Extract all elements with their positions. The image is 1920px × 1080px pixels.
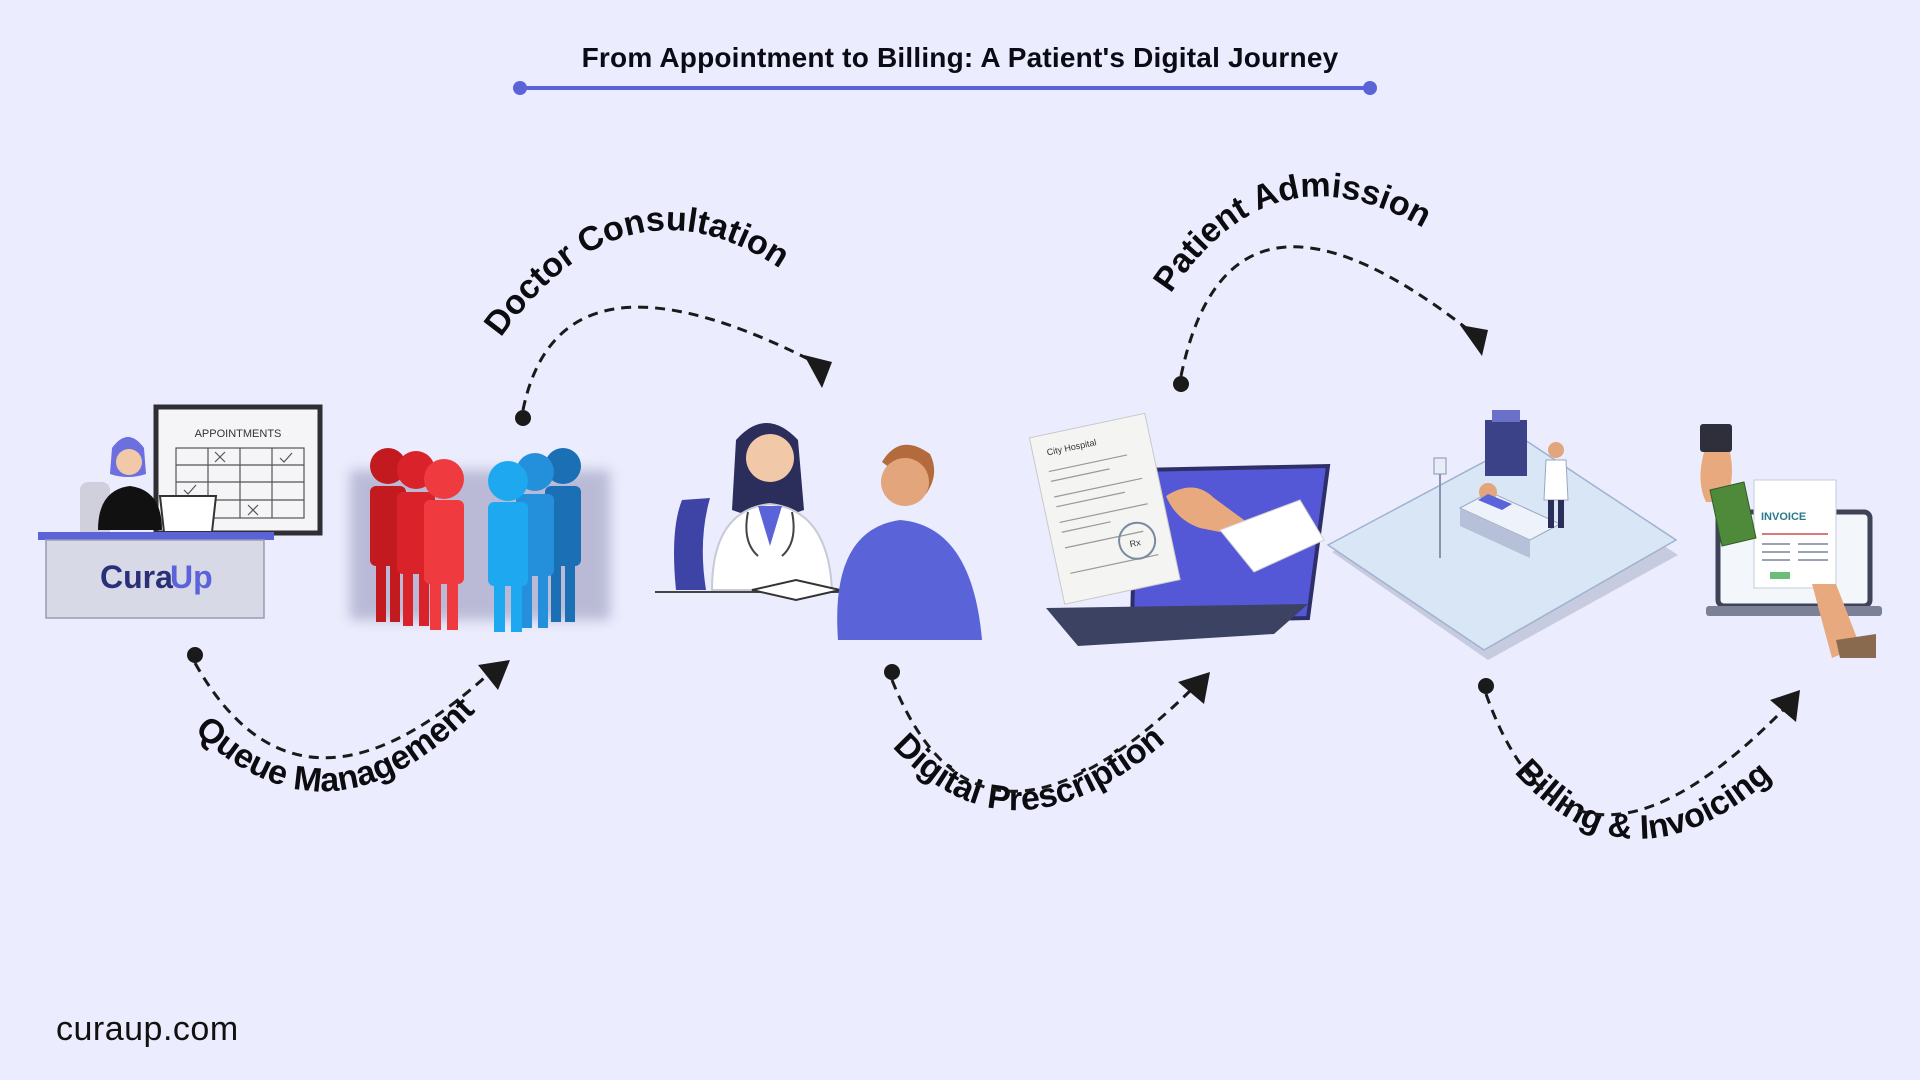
connector-admission: [1173, 245, 1488, 392]
prescription-illustration: City Hospital Rx: [1028, 412, 1331, 646]
admission-illustration: [1326, 410, 1678, 660]
reception-illustration: APPOINTMENTS Cura Up: [38, 404, 323, 619]
step-label-doctor: Doctor Consultation: [477, 200, 796, 343]
curaup-logo-accent: Up: [170, 559, 213, 595]
site-url: curaup.com: [56, 1010, 239, 1048]
step-label-billing: Billing & Invoicing: [1508, 752, 1778, 847]
connector-queue: [187, 647, 510, 760]
connector-billing: [1478, 678, 1800, 817]
consultation-illustration: [655, 423, 982, 640]
step-label-prescription: Digital Prescription: [886, 719, 1171, 819]
board-title: APPOINTMENTS: [195, 428, 282, 440]
curaup-logo: Cura: [100, 559, 173, 595]
crowd-illustration: [350, 448, 610, 632]
title-underline: [513, 81, 1377, 95]
billing-illustration: INVOICE: [1700, 424, 1882, 658]
connector-doctor: [515, 305, 832, 426]
step-label-queue: Queue Management: [189, 690, 482, 800]
invoice-title: INVOICE: [1761, 511, 1806, 523]
rx-mark: Rx: [1129, 537, 1142, 549]
page-title: From Appointment to Billing: A Patient's…: [581, 42, 1339, 73]
connector-prescription: [884, 664, 1210, 793]
